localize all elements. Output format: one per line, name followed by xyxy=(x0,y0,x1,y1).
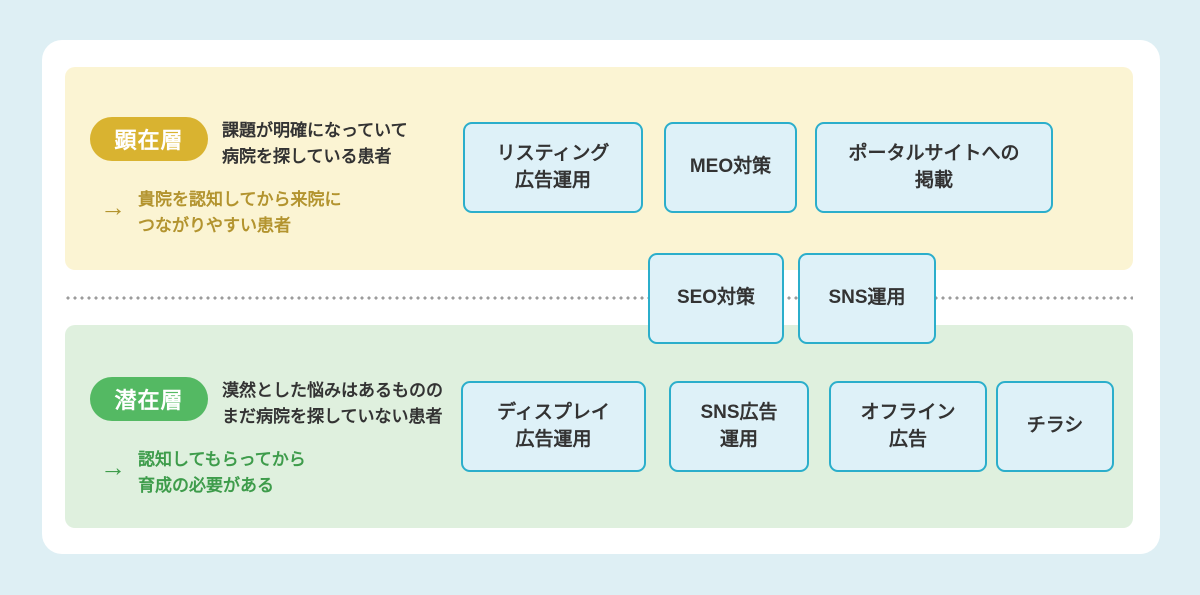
tactic-box-listing-ads: リスティング 広告運用 xyxy=(463,122,643,213)
explicit-layer-badge: 顕在層 xyxy=(90,117,208,161)
tactic-box-portal-site: ポータルサイトへの 掲載 xyxy=(815,122,1053,213)
tactic-box-display-ads: ディスプレイ 広告運用 xyxy=(461,381,646,472)
explicit-layer-description: 課題が明確になっていて 病院を探している患者 xyxy=(222,121,408,166)
tactic-box-offline-ads: オフライン 広告 xyxy=(829,381,987,472)
latent-layer-header: 潜在層 漠然とした悩みはあるものの まだ病院を探していない患者 xyxy=(90,377,490,430)
explicit-layer-note: 貴院を認知してから来院に つながりやすい患者 xyxy=(138,190,342,235)
explicit-layer-note-row: → 貴院を認知してから来院に つながりやすい患者 xyxy=(90,187,490,239)
tactic-box-flyer: チラシ xyxy=(996,381,1114,472)
latent-layer-note: 認知してもらってから 育成の必要がある xyxy=(138,450,306,495)
explicit-layer-header: 顕在層 課題が明確になっていて 病院を探している患者 xyxy=(90,117,490,170)
dotted-divider xyxy=(65,296,1133,300)
right-arrow-icon: → xyxy=(100,452,126,482)
tactic-box-sns-operation: SNS運用 xyxy=(798,253,936,344)
latent-layer-note-row: → 認知してもらってから 育成の必要がある xyxy=(90,447,490,499)
latent-layer-description: 漠然とした悩みはあるものの まだ病院を探していない患者 xyxy=(222,381,443,426)
right-arrow-icon: → xyxy=(100,192,126,222)
diagram-card: 顕在層 課題が明確になっていて 病院を探している患者 → 貴院を認知してから来院… xyxy=(42,40,1160,554)
tactic-box-sns-ads: SNS広告 運用 xyxy=(669,381,809,472)
latent-layer-info: 潜在層 漠然とした悩みはあるものの まだ病院を探していない患者 → 認知してもら… xyxy=(90,377,490,499)
latent-layer-badge: 潜在層 xyxy=(90,377,208,421)
explicit-layer-info: 顕在層 課題が明確になっていて 病院を探している患者 → 貴院を認知してから来院… xyxy=(90,117,490,239)
tactic-box-seo: SEO対策 xyxy=(648,253,784,344)
tactic-box-meo: MEO対策 xyxy=(664,122,797,213)
